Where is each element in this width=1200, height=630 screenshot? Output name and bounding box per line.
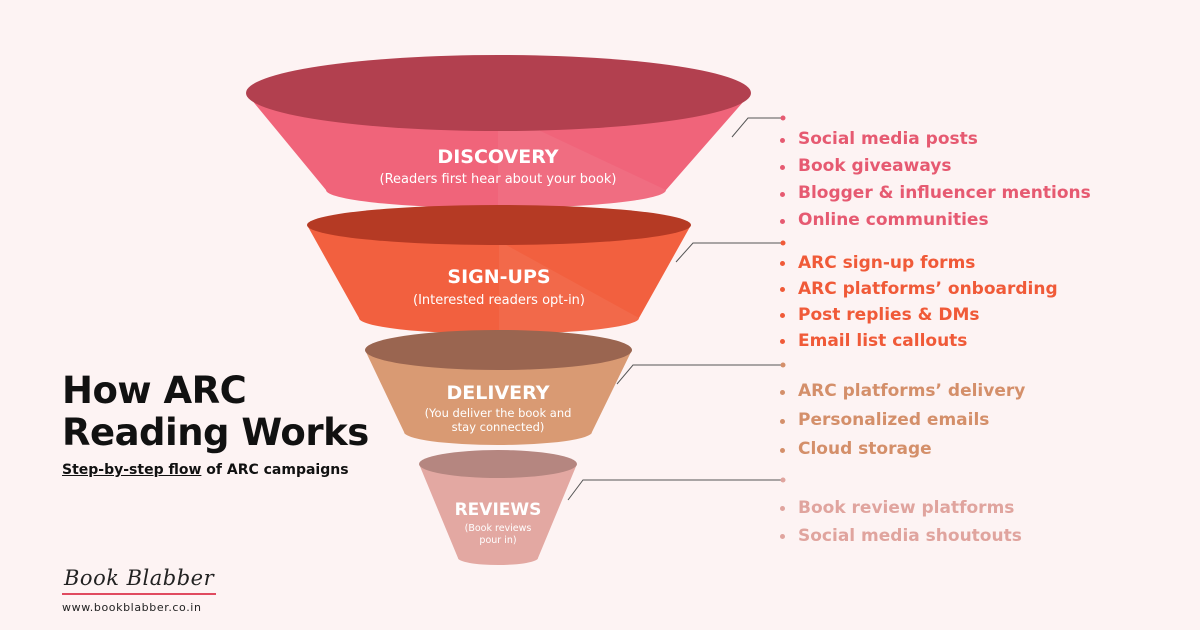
stage-subtitle-discovery: (Readers first hear about your book) [380, 172, 617, 187]
connector-dot-reviews [780, 477, 786, 483]
title-block: How ARC Reading Works Step-by-step flow … [62, 370, 402, 479]
list-item: Personalized emails [780, 406, 1025, 435]
list-item: Post replies & DMs [780, 302, 1058, 328]
page-title-line1: How ARC [62, 369, 247, 412]
subtitle-underlined: Step-by-step flow [62, 462, 202, 478]
funnel-stage-reviews: REVIEWS (Book reviews pour in) [419, 450, 577, 565]
list-item: Book review platforms [780, 494, 1022, 522]
connector-dot-signups [780, 240, 786, 246]
list-item: Cloud storage [780, 435, 1025, 464]
stage-subtitle-signups: (Interested readers opt-in) [413, 293, 585, 308]
list-item: ARC platforms’ onboarding [780, 276, 1058, 302]
page-title-line2: Reading Works [62, 411, 369, 454]
page-subtitle: Step-by-step flow of ARC campaigns [62, 462, 402, 478]
stage-subtitle-reviews-line2: pour in) [479, 535, 516, 546]
list-item: Book giveaways [780, 153, 1091, 180]
connector-discovery [731, 117, 783, 138]
list-item: Social media posts [780, 126, 1091, 153]
page-title: How ARC Reading Works [62, 370, 402, 454]
connector-dot-discovery [780, 115, 786, 121]
list-item: Blogger & influencer mentions [780, 180, 1091, 207]
stage-title-signups: SIGN-UPS [447, 266, 550, 288]
brand-block: Book Blabber www.bookblabber.co.in [62, 566, 217, 614]
connector-delivery [616, 364, 783, 385]
funnel-stage-signups: SIGN-UPS (Interested readers opt-in) [307, 205, 691, 334]
stage-title-discovery: DISCOVERY [437, 146, 558, 168]
list-item: Email list callouts [780, 328, 1058, 354]
stage-title-delivery: DELIVERY [447, 382, 550, 404]
stage-subtitle-delivery-line1: (You deliver the book and [425, 406, 572, 420]
stage-subtitle-reviews-line1: (Book reviews [465, 523, 532, 534]
list-item: Social media shoutouts [780, 522, 1022, 550]
list-item: Online communities [780, 207, 1091, 234]
reviews-list: Book review platforms Social media shout… [780, 494, 1022, 550]
brand-url: www.bookblabber.co.in [62, 601, 202, 614]
delivery-list: ARC platforms’ delivery Personalized ema… [780, 377, 1025, 464]
funnel-stage-discovery: DISCOVERY (Readers first hear about your… [246, 55, 751, 208]
brand-logo: Book Blabber [62, 566, 217, 595]
list-item: ARC platforms’ delivery [780, 377, 1025, 406]
connector-dot-delivery [780, 362, 786, 368]
connector-signups [675, 242, 783, 263]
connector-reviews [567, 479, 783, 501]
list-item: ARC sign-up forms [780, 250, 1058, 276]
funnel-stage-delivery: DELIVERY (You deliver the book and stay … [365, 330, 632, 445]
stage-title-reviews: REVIEWS [455, 500, 542, 520]
discovery-list: Social media posts Book giveaways Blogge… [780, 126, 1091, 234]
subtitle-rest: of ARC campaigns [206, 462, 349, 478]
signups-list: ARC sign-up forms ARC platforms’ onboard… [780, 250, 1058, 354]
stage-subtitle-delivery-line2: stay connected) [452, 420, 545, 434]
